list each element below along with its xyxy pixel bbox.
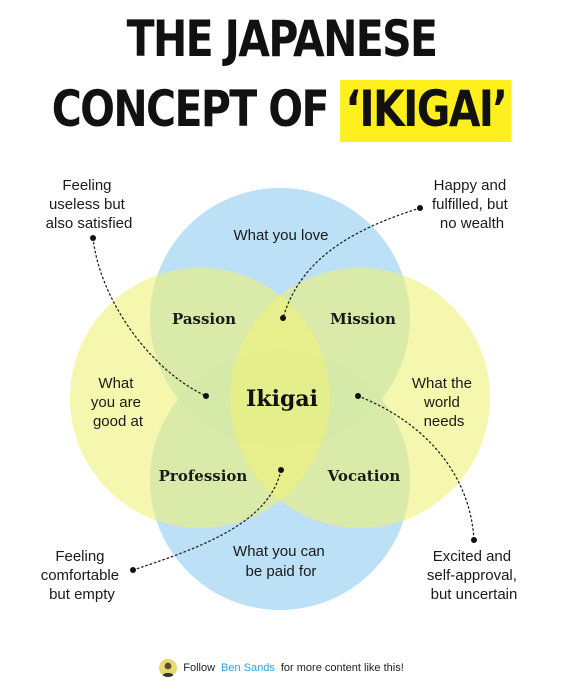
dot-top-left-end xyxy=(203,393,209,399)
connector-top-right xyxy=(282,207,421,319)
callout-bottom-right: Excited and self-approval, but uncertain xyxy=(427,548,521,603)
venn-circles xyxy=(70,188,490,610)
label-what-you-are-good-at: What you are good at xyxy=(91,375,145,430)
dot-bottom-right-start xyxy=(355,393,361,399)
label-profession: Profession xyxy=(159,467,248,485)
ikigai-venn-diagram: What you love What you are good at What … xyxy=(41,177,521,610)
label-what-you-love: What you love xyxy=(233,227,328,244)
dot-top-right-start xyxy=(417,205,423,211)
dot-bottom-right-end xyxy=(471,537,477,543)
title-prefix: CONCEPT OF xyxy=(51,80,330,138)
label-what-you-can-be-paid-for: What you can be paid for xyxy=(233,543,329,580)
footer: Follow Ben Sands for more content like t… xyxy=(0,656,563,680)
connector-top-left xyxy=(92,237,207,397)
connector-dots xyxy=(90,205,477,573)
dot-bottom-left-end xyxy=(278,467,284,473)
label-mission: Mission xyxy=(330,310,396,328)
person-icon xyxy=(162,662,175,677)
footer-suffix: for more content like this! xyxy=(280,662,404,674)
title-line-1: THE JAPANESE xyxy=(126,10,438,68)
callout-bottom-left: Feeling comfortable but empty xyxy=(41,548,124,603)
avatar xyxy=(159,659,178,677)
label-ikigai: Ikigai xyxy=(246,386,318,412)
label-vocation: Vocation xyxy=(327,467,401,485)
connector-bottom-right xyxy=(357,395,475,541)
author-link[interactable]: Ben Sands xyxy=(221,662,275,674)
dot-top-left-start xyxy=(90,235,96,241)
label-passion: Passion xyxy=(172,310,236,328)
title-highlight: ‘IKIGAI’ xyxy=(340,80,512,142)
footer-prefix: Follow xyxy=(183,662,216,674)
connector-bottom-left xyxy=(132,469,282,571)
callout-top-left: Feeling useless but also satisfied xyxy=(46,177,133,232)
title-line-2: CONCEPT OF ‘IKIGAI’ xyxy=(51,80,513,142)
dot-top-right-end xyxy=(280,315,286,321)
callout-top-right: Happy and fulfilled, but no wealth xyxy=(432,177,512,232)
dot-bottom-left-start xyxy=(130,567,136,573)
callout-connectors xyxy=(92,207,475,571)
label-what-the-world-needs: What the world needs xyxy=(412,375,476,430)
